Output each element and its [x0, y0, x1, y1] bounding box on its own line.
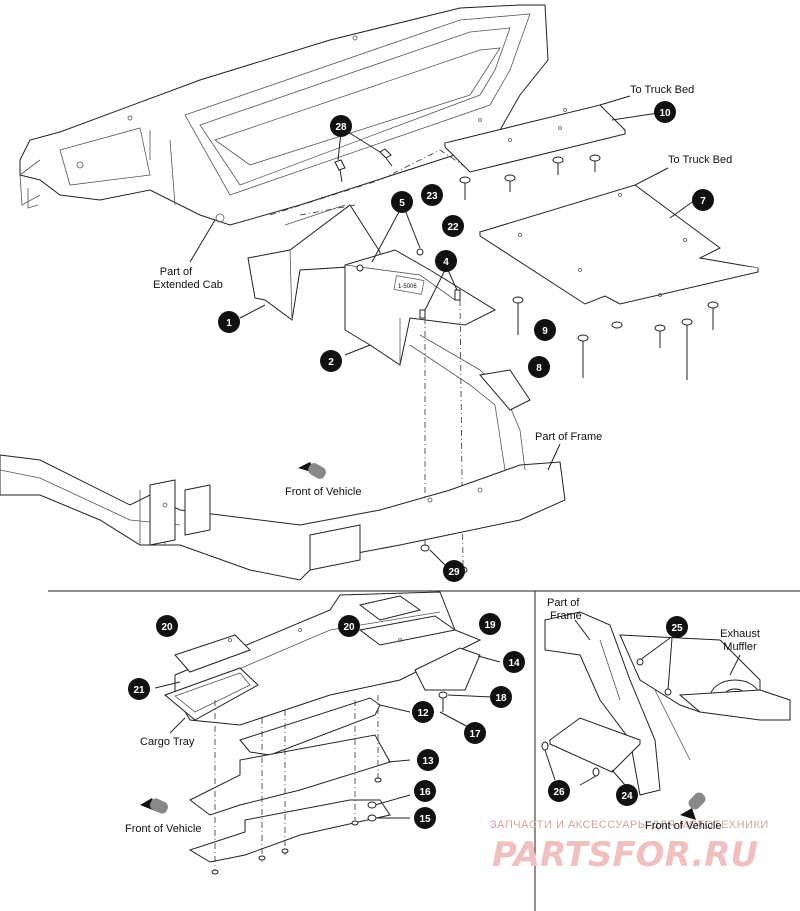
washers-part-7	[512, 296, 719, 380]
callout-22: 22	[442, 215, 464, 237]
tray-panel-part-12	[239, 697, 411, 756]
svg-text:21: 21	[133, 685, 145, 696]
callout-8: 8	[528, 356, 550, 378]
svg-text:26: 26	[553, 787, 565, 798]
svg-text:20: 20	[343, 622, 355, 633]
frame-drawing	[0, 334, 566, 581]
svg-text:10: 10	[659, 108, 671, 119]
callout-28: 28	[330, 115, 352, 137]
callout-21: 21	[128, 678, 150, 700]
callout-18: 18	[490, 686, 512, 708]
label-front-of-vehicle-inset: Front of Vehicle	[645, 820, 721, 832]
callout-14: 14	[503, 651, 525, 673]
callout-19: 19	[479, 613, 501, 635]
plate-part-14	[414, 647, 501, 691]
svg-text:17: 17	[469, 729, 481, 740]
front-arrow-inset-icon	[680, 792, 706, 820]
svg-text:5: 5	[399, 198, 405, 209]
label-part-of-frame-inset-1: Part of	[547, 597, 580, 609]
callout-25: 25	[666, 616, 688, 638]
svg-text:8: 8	[536, 363, 542, 374]
svg-text:23: 23	[426, 191, 438, 202]
bed-plate-part-7	[478, 167, 759, 305]
callout-20a: 20	[156, 615, 178, 637]
label-part-of-extended-cab-2: Extended Cab	[153, 279, 223, 291]
svg-text:18: 18	[495, 693, 507, 704]
label-front-of-vehicle-tray: Front of Vehicle	[125, 823, 201, 835]
extended-cab-drawing	[19, 4, 549, 226]
watermark-logo: PARTSFOR.RU	[492, 835, 758, 875]
svg-text:2: 2	[328, 357, 334, 368]
label-exhaust-muffler-2: Muffler	[723, 641, 757, 653]
tray-panel-part-13	[189, 734, 411, 816]
label-front-of-vehicle-main: Front of Vehicle	[285, 486, 361, 498]
plate-text: 1-5006	[398, 284, 417, 290]
label-to-truck-bed-2: To Truck Bed	[668, 154, 732, 166]
callout-1: 1	[218, 311, 240, 333]
label-part-of-frame-main: Part of Frame	[535, 431, 602, 443]
callout-15: 15	[414, 807, 436, 829]
callout-16: 16	[414, 780, 436, 802]
label-cargo-tray: Cargo Tray	[140, 736, 195, 748]
heat-shield-part-24	[541, 717, 641, 786]
label-exhaust-muffler-1: Exhaust	[720, 628, 760, 640]
washers-part-10	[459, 154, 601, 200]
callout-9: 9	[534, 319, 556, 341]
svg-text:4: 4	[443, 257, 449, 268]
fasteners-4-5	[371, 209, 461, 319]
svg-text:14: 14	[508, 658, 520, 669]
tray-screws	[154, 681, 382, 875]
callout-2: 2	[320, 350, 342, 372]
svg-text:1: 1	[226, 318, 232, 329]
panel-part-1	[239, 204, 381, 321]
front-arrow-main-icon	[298, 462, 326, 479]
svg-text:9: 9	[542, 326, 548, 337]
fasteners-17-18	[438, 691, 493, 729]
muffler-drawing	[544, 611, 791, 796]
tray-panel-bottom	[188, 794, 411, 863]
svg-text:20: 20	[161, 622, 173, 633]
callout-20b: 20	[338, 615, 360, 637]
label-part-of-extended-cab-1: Part of	[160, 266, 193, 278]
callout-29: 29	[443, 560, 465, 582]
callout-17: 17	[464, 722, 486, 744]
svg-text:29: 29	[448, 567, 460, 578]
svg-text:25: 25	[671, 623, 683, 634]
label-part-of-frame-inset-2: Frame	[550, 610, 582, 622]
callout-10: 10	[654, 101, 676, 123]
callout-13: 13	[417, 749, 439, 771]
svg-text:28: 28	[335, 122, 347, 133]
svg-text:7: 7	[700, 196, 706, 207]
callout-4: 4	[435, 250, 457, 272]
label-to-truck-bed-1: To Truck Bed	[630, 84, 694, 96]
svg-text:24: 24	[621, 791, 633, 802]
svg-text:12: 12	[417, 708, 429, 719]
callout-5: 5	[391, 191, 413, 213]
callout-7: 7	[692, 189, 714, 211]
watermark-tagline: ЗАПЧАСТИ И АКСЕССУАРЫ ДЛЯ МОТОТЕХНИКИ	[490, 819, 769, 831]
callout-12: 12	[412, 701, 434, 723]
svg-text:16: 16	[419, 787, 431, 798]
cargo-tray-drawing	[164, 591, 482, 726]
callout-26: 26	[548, 780, 570, 802]
callout-24: 24	[616, 784, 638, 806]
svg-text:19: 19	[484, 620, 496, 631]
svg-text:22: 22	[447, 222, 459, 233]
svg-text:15: 15	[419, 814, 431, 825]
front-arrow-tray-icon	[140, 798, 169, 814]
callout-23: 23	[421, 184, 443, 206]
svg-text:13: 13	[422, 756, 434, 767]
shield-part-2: 1-5006	[344, 248, 497, 366]
